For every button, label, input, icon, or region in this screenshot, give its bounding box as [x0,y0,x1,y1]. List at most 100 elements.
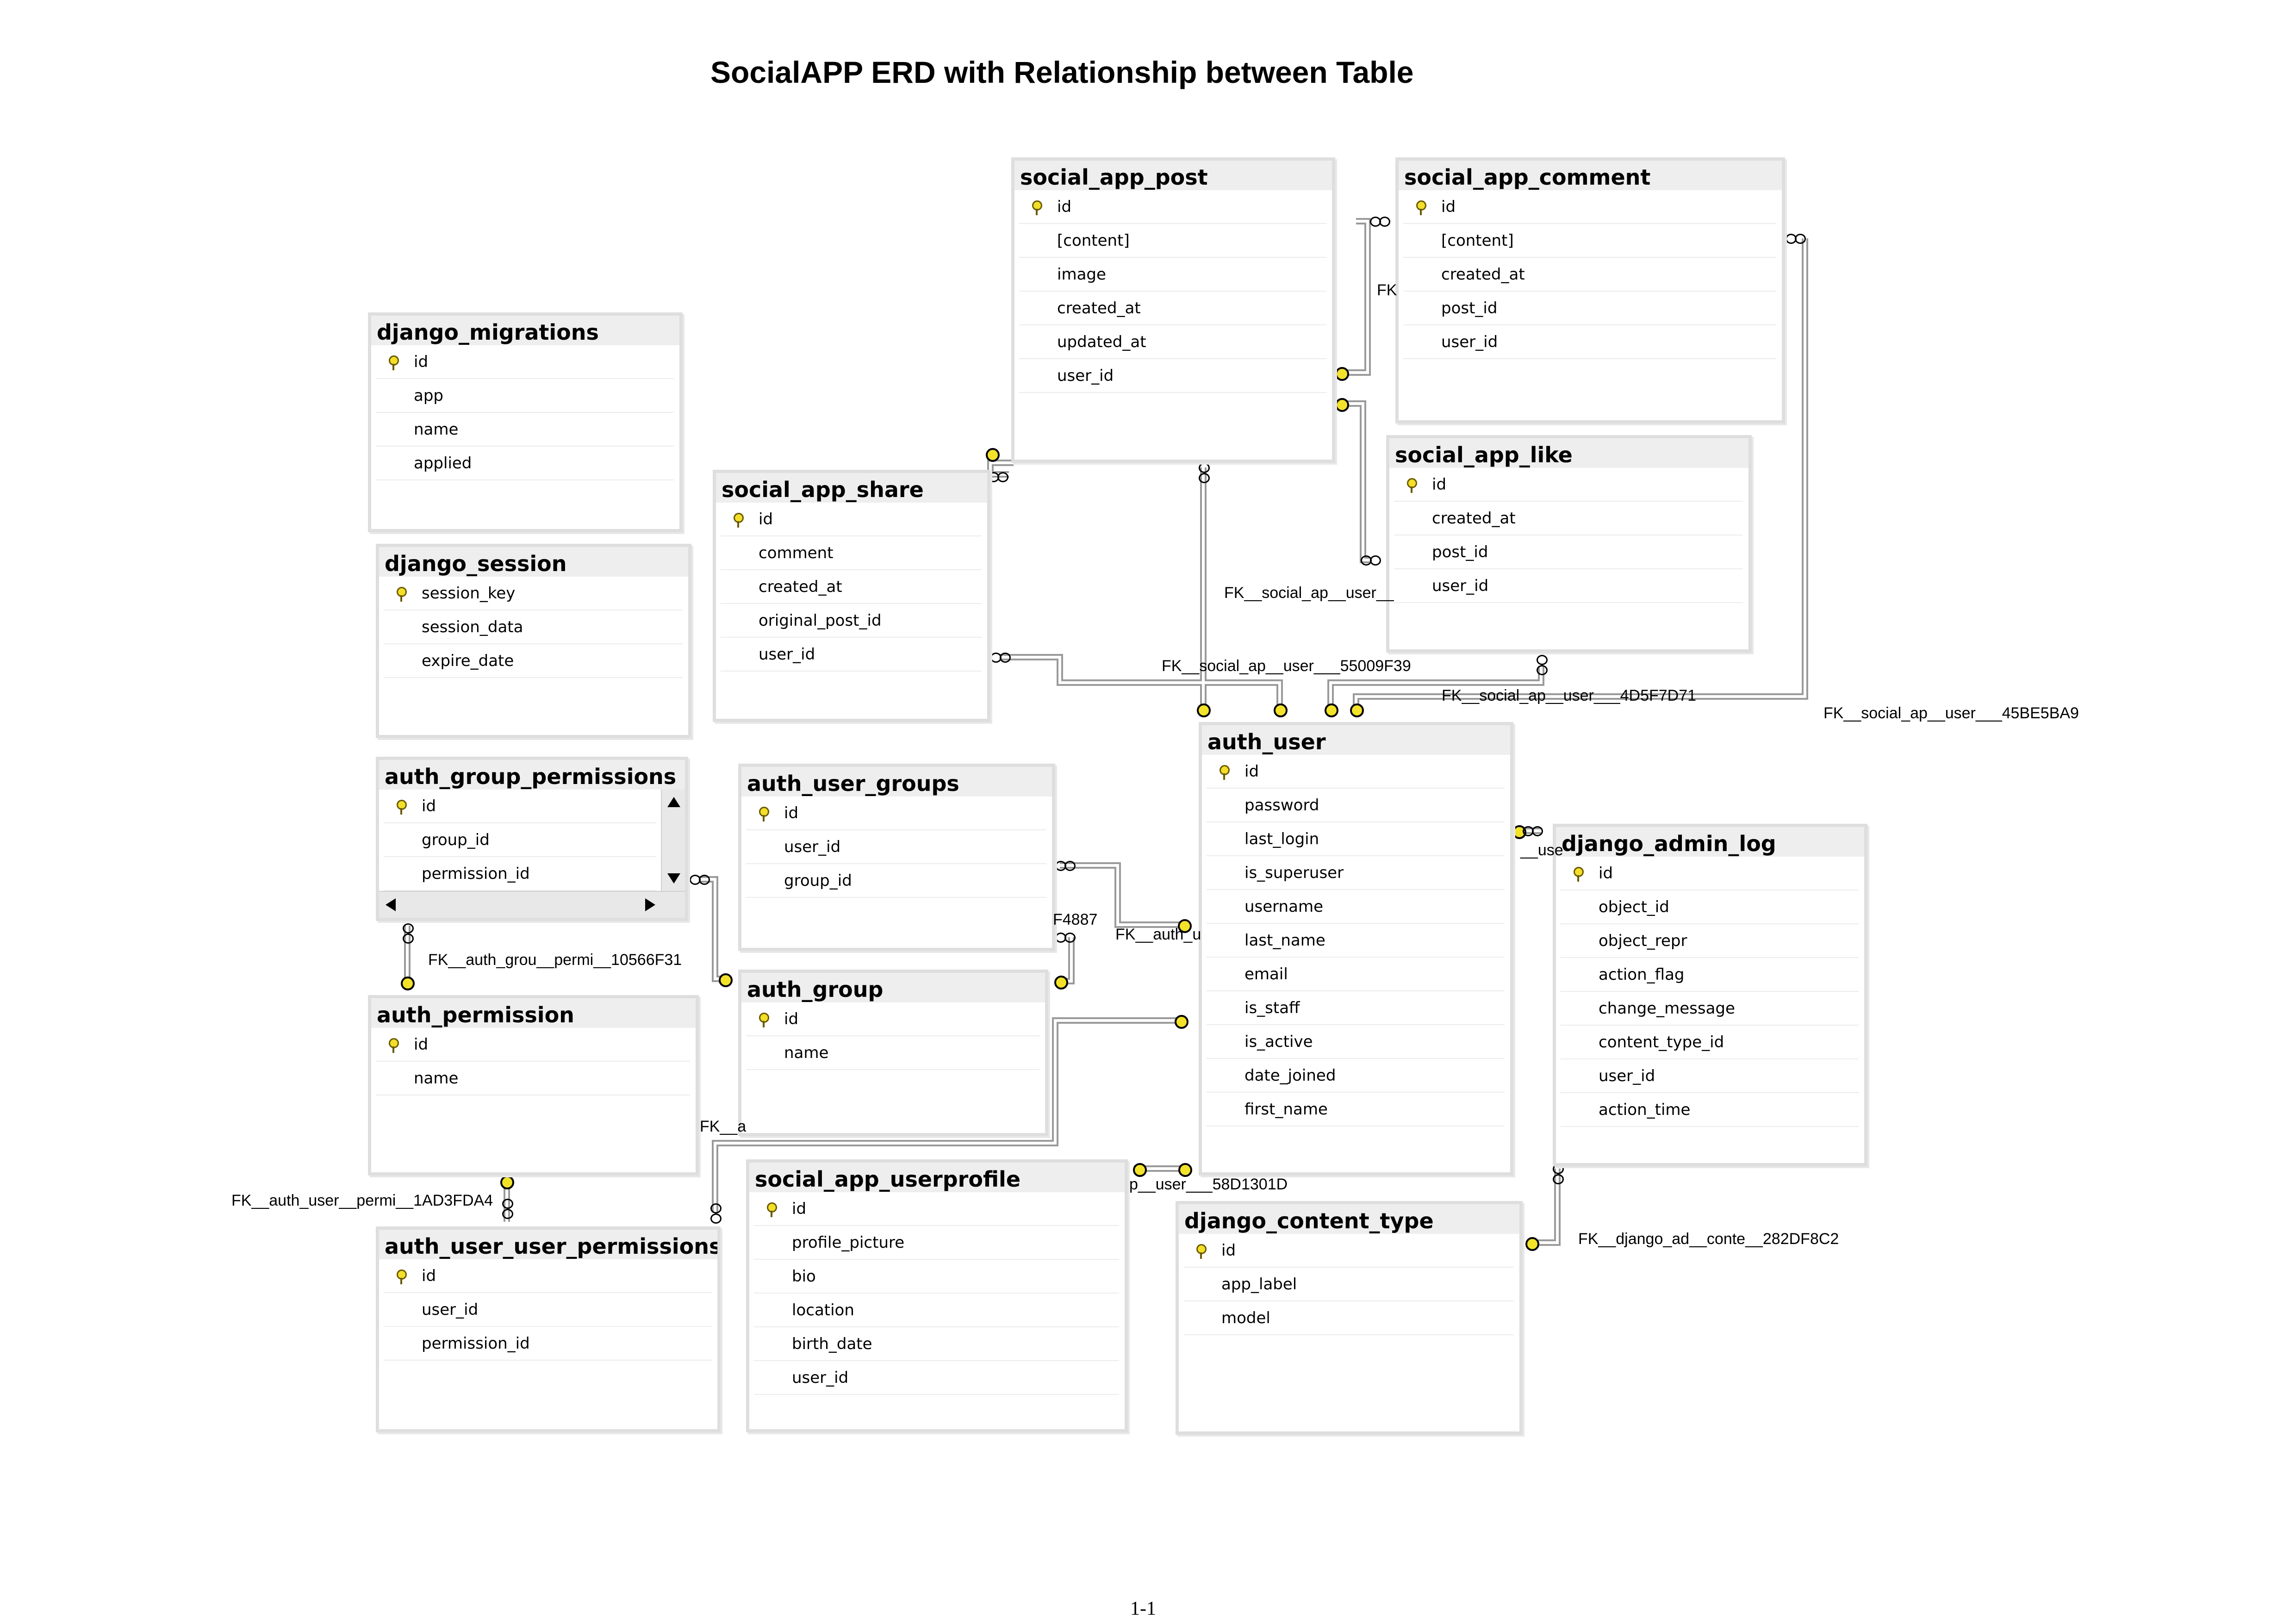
table-django-admin-log[interactable]: django_admin_log id object_id object_rep… [1553,824,1867,1166]
column-row[interactable]: id [1207,755,1505,789]
column-row[interactable]: change_message [1561,992,1859,1026]
column-row[interactable]: id [384,1259,712,1293]
fk-label[interactable]: FK__social_ap__user___55009F39 [1162,657,1411,675]
column-row[interactable]: image [1019,258,1326,292]
column-row[interactable]: id [1561,857,1859,890]
column-row[interactable]: expire_date [384,644,683,678]
column-row[interactable]: app [376,379,674,413]
column-row[interactable]: object_repr [1561,924,1859,958]
column-row[interactable]: user_id [384,1293,712,1327]
column-row[interactable]: object_id [1561,890,1859,924]
column-row[interactable]: [content] [1019,224,1326,258]
fk-label[interactable]: FK__django_ad__conte__282DF8C2 [1578,1230,1839,1248]
column-row[interactable]: is_staff [1207,991,1505,1025]
column-row[interactable]: updated_at [1019,325,1326,359]
column-row[interactable]: comment [721,536,982,570]
table-social-app-post[interactable]: social_app_post id [content] image creat… [1011,157,1335,463]
column-row[interactable]: id [376,1028,690,1062]
column-row[interactable]: last_name [1207,924,1505,958]
fk-label[interactable]: FK__a [700,1118,747,1135]
column-row[interactable]: session_key [384,577,683,610]
column-row[interactable]: location [754,1294,1119,1327]
column-row[interactable]: bio [754,1260,1119,1294]
column-row[interactable]: session_data [384,610,683,644]
column-row[interactable]: group_id [384,823,656,857]
vertical-scrollbar[interactable] [661,790,685,891]
fk-label[interactable]: F4887 [1053,911,1098,928]
table-auth-user-groups[interactable]: auth_user_groups id user_id group_id [738,764,1055,951]
column-row[interactable]: name [746,1036,1039,1070]
fk-label[interactable]: __use [1520,841,1563,859]
column-row[interactable]: name [376,413,674,447]
column-row[interactable]: permission_id [384,857,656,891]
column-row[interactable]: id [1403,190,1776,224]
fk-label[interactable]: FK__social_ap__user___45BE5BA9 [1823,704,2079,722]
column-row[interactable]: action_flag [1561,958,1859,992]
column-row[interactable]: original_post_id [721,604,982,638]
column-row[interactable]: profile_picture [754,1226,1119,1260]
column-row[interactable]: content_type_id [1561,1026,1859,1059]
column-row[interactable]: password [1207,789,1505,822]
column-row[interactable]: created_at [721,570,982,604]
fk-label[interactable]: FK__auth_user__permi__1AD3FDA4 [231,1192,493,1209]
fk-label[interactable]: FK__auth_grou__permi__10566F31 [428,951,682,969]
horizontal-scrollbar[interactable] [379,891,685,918]
column-row[interactable]: app_label [1183,1268,1514,1301]
table-django-migrations[interactable]: django_migrations id app name applied [368,312,683,532]
table-social-app-like[interactable]: social_app_like id created_at post_id us… [1386,435,1752,653]
column-row[interactable]: birth_date [754,1327,1119,1361]
column-row[interactable]: id [384,790,656,823]
fk-label[interactable]: FK__social_ap__user___4D5F7D71 [1442,687,1697,704]
column-row[interactable]: user_id [1019,359,1326,393]
table-auth-permission[interactable]: auth_permission id name [368,995,699,1176]
scroll-down-arrow-icon[interactable] [667,873,680,884]
column-row[interactable]: permission_id [384,1327,712,1361]
column-row[interactable]: created_at [1019,292,1326,325]
column-row[interactable]: id [721,503,982,536]
table-social-app-userprofile[interactable]: social_app_userprofile id profile_pictur… [746,1159,1128,1432]
column-row[interactable]: id [746,796,1046,830]
table-auth-group-permissions[interactable]: auth_group_permissions id group_id permi… [376,757,688,921]
fk-label[interactable]: p__user___58D1301D [1129,1176,1288,1193]
column-row[interactable]: created_at [1403,258,1776,292]
column-row[interactable]: user_id [754,1361,1119,1395]
column-row[interactable]: is_active [1207,1025,1505,1059]
scroll-right-arrow-icon[interactable] [645,898,655,911]
table-auth-user-user-permissions[interactable]: auth_user_user_permissions id user_id pe… [376,1226,721,1432]
column-row[interactable]: post_id [1394,535,1743,569]
column-row[interactable]: group_id [746,864,1046,898]
column-row[interactable]: name [376,1062,690,1095]
table-social-app-share[interactable]: social_app_share id comment created_at o… [713,470,990,722]
column-row[interactable]: model [1183,1301,1514,1335]
column-row[interactable]: username [1207,890,1505,924]
column-row[interactable]: is_superuser [1207,856,1505,890]
column-row[interactable]: created_at [1394,502,1743,535]
column-row[interactable]: user_id [746,830,1046,864]
table-django-content-type[interactable]: django_content_type id app_label model [1176,1201,1523,1435]
column-row[interactable]: id [1394,468,1743,502]
column-row[interactable]: last_login [1207,822,1505,856]
column-row[interactable]: action_time [1561,1093,1859,1127]
column-row[interactable]: id [746,1002,1039,1036]
table-auth-group[interactable]: auth_group id name [738,970,1048,1136]
column-row[interactable]: id [376,345,674,379]
column-row[interactable]: email [1207,958,1505,991]
fk-label[interactable]: FK__social_ap__user__ [1224,584,1394,602]
column-row[interactable]: id [1183,1234,1514,1268]
column-row[interactable]: first_name [1207,1093,1505,1126]
column-row[interactable]: user_id [1403,325,1776,359]
fk-label[interactable]: FK [1377,281,1397,299]
fk-label[interactable]: FK__auth_u [1115,926,1201,943]
column-row[interactable]: id [1019,190,1326,224]
scroll-up-arrow-icon[interactable] [667,797,680,807]
column-row[interactable]: user_id [721,638,982,672]
table-social-app-comment[interactable]: social_app_comment id [content] created_… [1395,157,1785,423]
scroll-left-arrow-icon[interactable] [386,898,396,911]
column-row[interactable]: [content] [1403,224,1776,258]
table-django-session[interactable]: django_session session_key session_data … [376,544,691,738]
table-auth-user[interactable]: auth_user id password last_login is_supe… [1199,722,1513,1176]
column-row[interactable]: id [754,1192,1119,1226]
column-row[interactable]: post_id [1403,292,1776,325]
column-row[interactable]: user_id [1394,569,1743,603]
column-row[interactable]: date_joined [1207,1059,1505,1093]
